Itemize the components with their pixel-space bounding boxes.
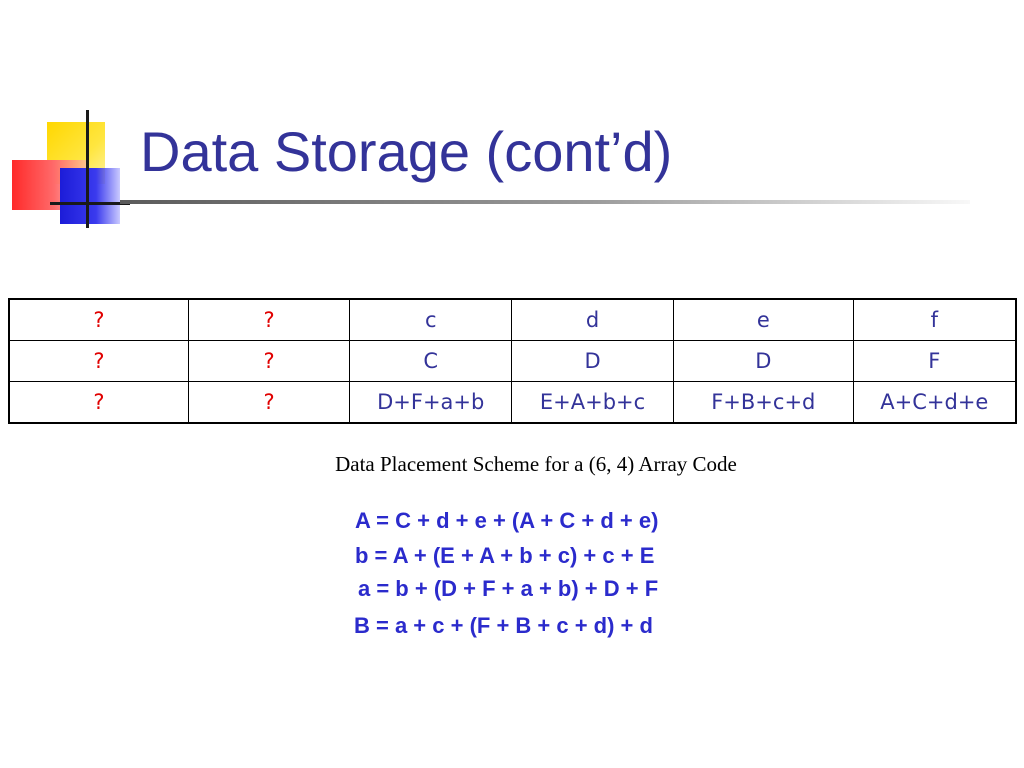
table-cell: e [672,298,854,341]
table-cell-unknown: ? [187,381,351,424]
table-row: ? ? c d e f [8,298,1017,341]
equation-line: B = a + c + (F + B + c + d) + d [354,613,653,638]
table-cell-unknown: ? [187,340,351,382]
data-placement-table: ? ? c d e f ? ? C D D F ? ? D+F+a+b E+A+… [8,298,1017,424]
logo-horizontal-line [50,202,130,205]
table-cell: D [672,340,854,382]
slide-title: Data Storage (cont’d) [140,120,673,183]
table-cell: D+F+a+b [349,381,513,424]
logo-vertical-line [86,110,89,228]
table-cell-unknown: ? [8,340,189,382]
table-row: ? ? D+F+a+b E+A+b+c F+B+c+d A+C+d+e [8,381,1017,424]
table-cell-unknown: ? [187,298,351,341]
table-cell: F+B+c+d [672,381,854,424]
table-cell: c [349,298,513,341]
table-cell: C [349,340,513,382]
equation-line: A = C + d + e + (A + C + d + e) [355,508,659,533]
table-cell: d [511,298,674,341]
table-cell-unknown: ? [8,298,189,341]
decorative-squares-logo [0,0,150,240]
table-cell: F [852,340,1017,382]
table-cell: A+C+d+e [852,381,1017,424]
table-cell: E+A+b+c [511,381,674,424]
blue-square [60,168,120,224]
equation-line: a = b + (D + F + a + b) + D + F [358,576,659,601]
title-underline [120,200,970,204]
table-cell: D [511,340,674,382]
table-row: ? ? C D D F [8,340,1017,382]
equation-line: b = A + (E + A + b + c) + c + E [355,543,655,568]
table-cell: f [852,298,1017,341]
table-cell-unknown: ? [8,381,189,424]
table-caption: Data Placement Scheme for a (6, 4) Array… [335,452,737,476]
